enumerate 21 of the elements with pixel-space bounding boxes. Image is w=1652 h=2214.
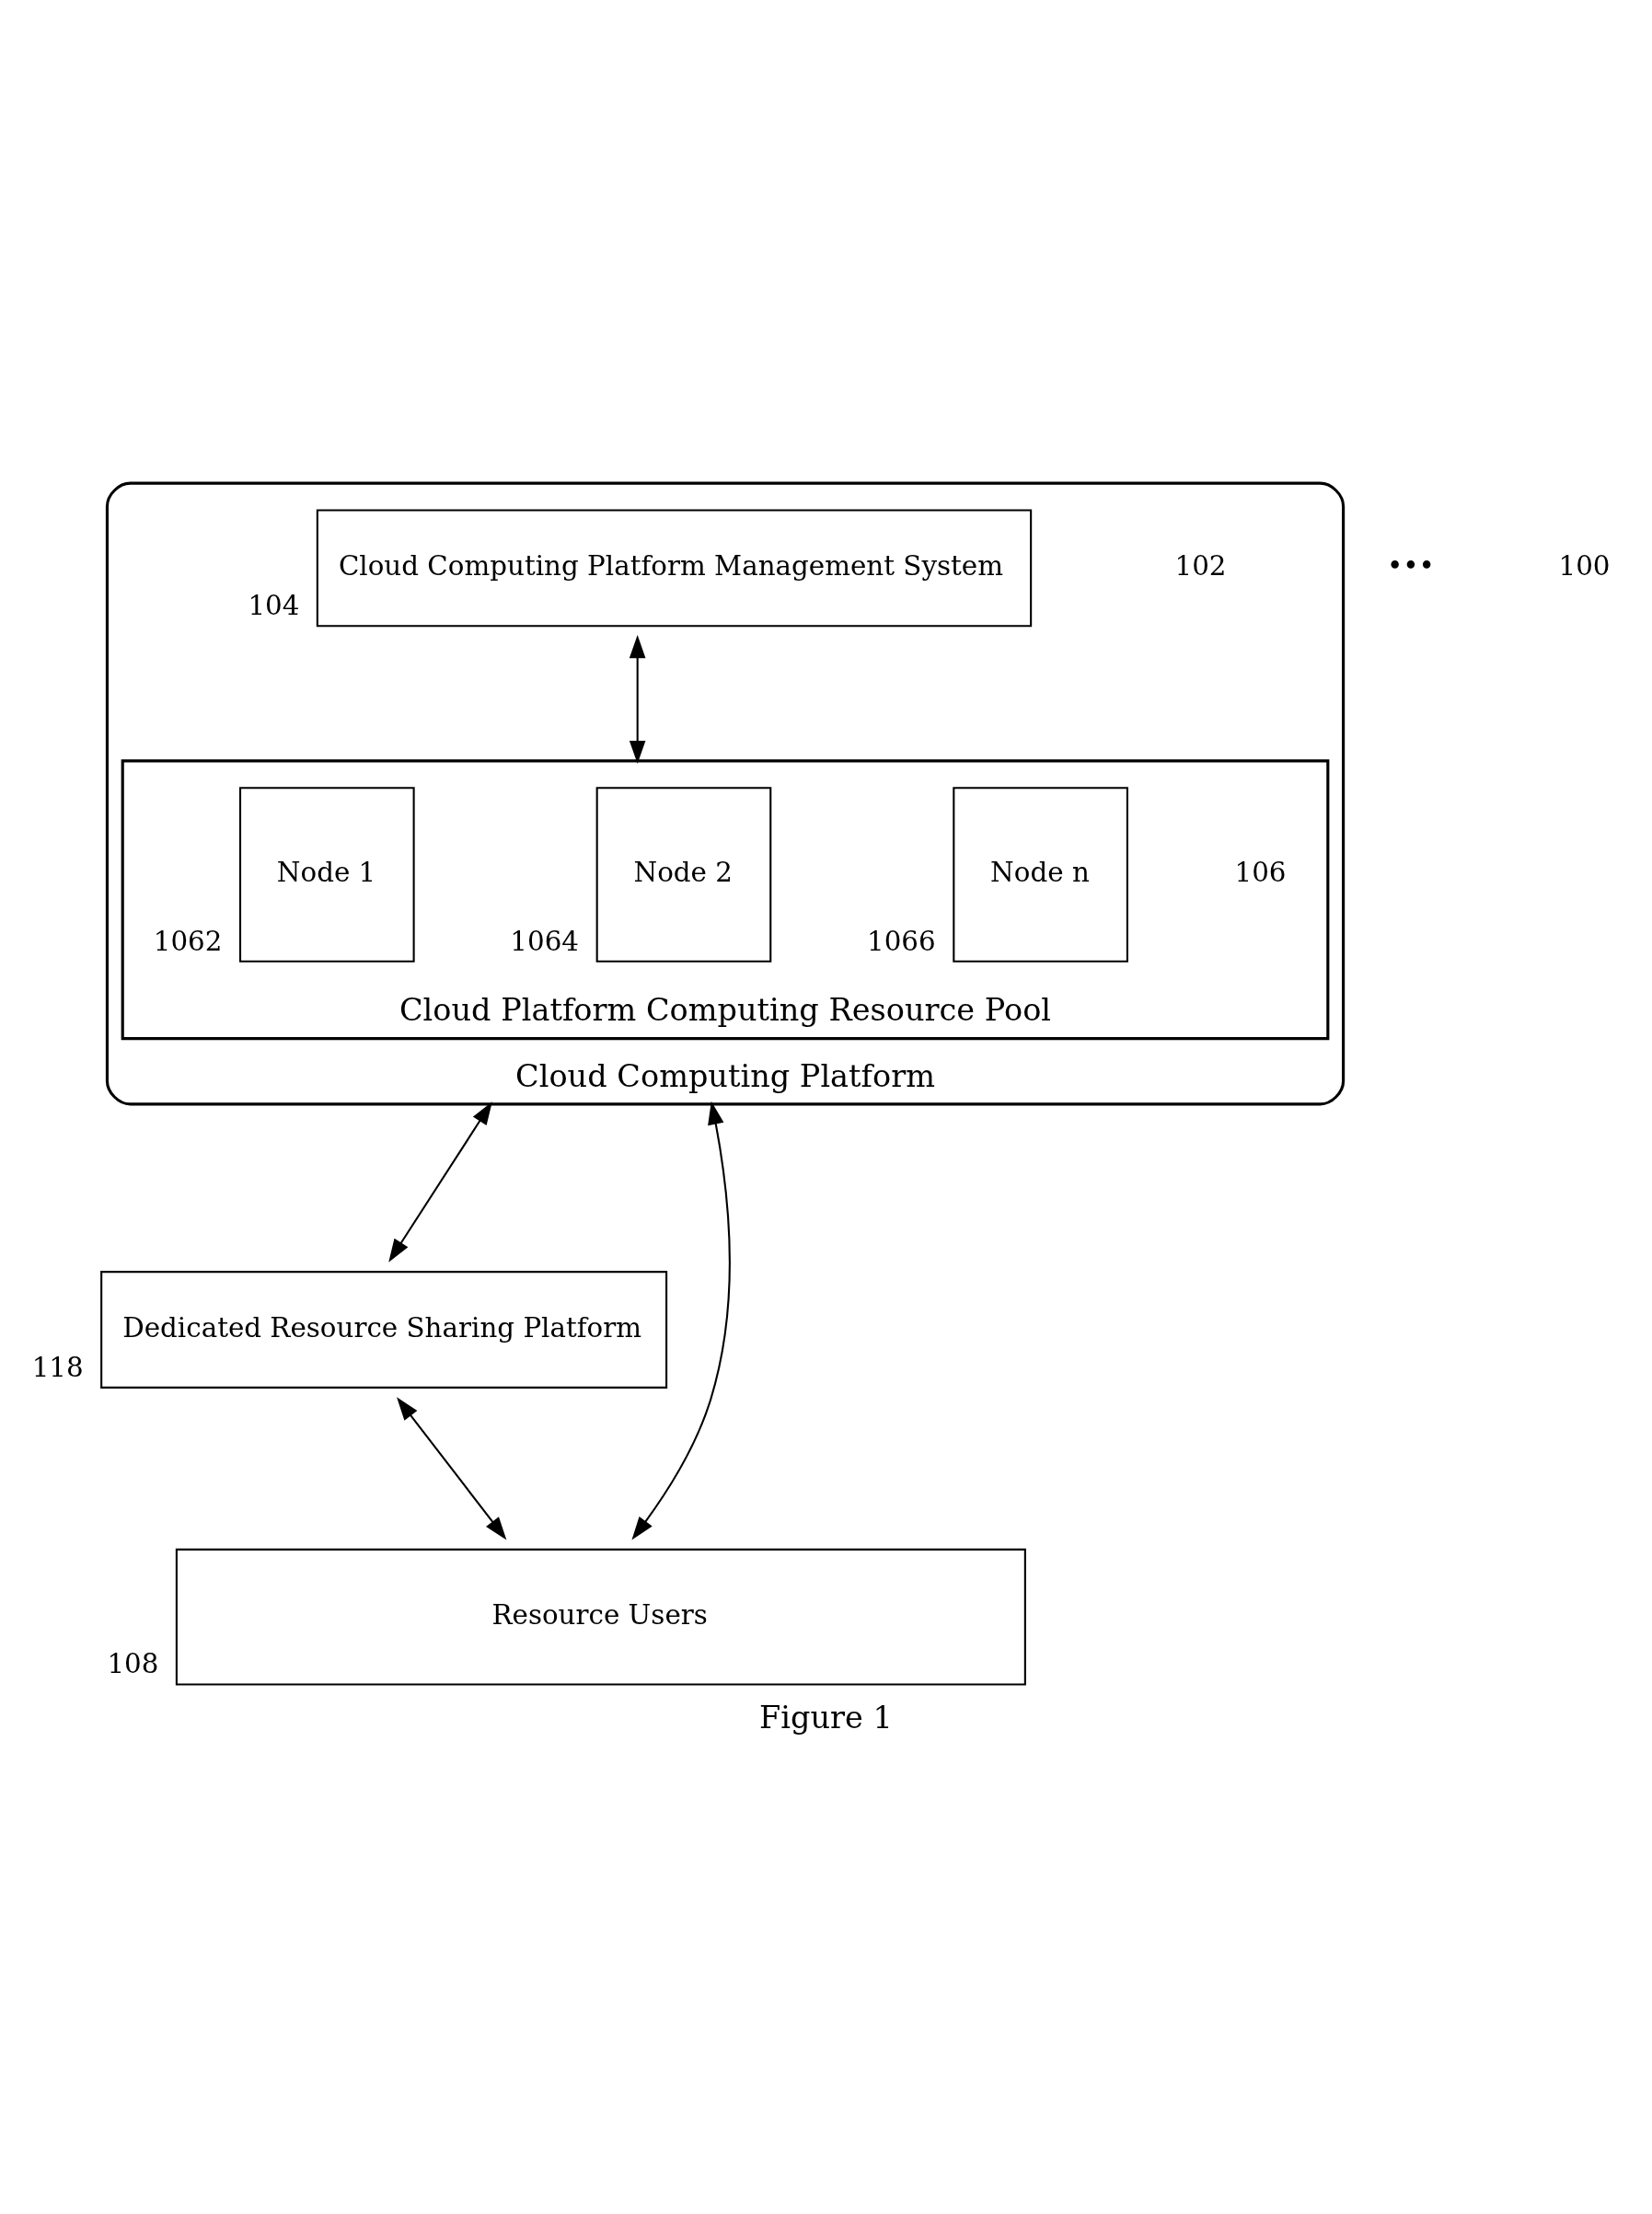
node-box: Node n	[953, 787, 1128, 963]
node-label: 1066	[867, 925, 936, 957]
arrow	[397, 1397, 507, 1540]
label: 100	[1558, 550, 1611, 582]
caption: Figure 1	[759, 1700, 893, 1736]
node-label: 106	[1234, 857, 1287, 889]
node-box: Dedicated Resource Sharing Platform	[100, 1271, 668, 1389]
node-box: Resource Users	[175, 1548, 1026, 1686]
arrow	[631, 1101, 731, 1540]
node-box: Cloud Computing Platform Management System	[316, 509, 1033, 628]
node-box: Node 1	[238, 787, 415, 963]
node-label: 1064	[510, 925, 580, 957]
node-label: 104	[248, 590, 300, 622]
arrow	[629, 635, 646, 765]
node-label: 108	[107, 1648, 159, 1680]
arrow	[388, 1101, 492, 1263]
node-label: 118	[31, 1351, 84, 1383]
node-box: Node 2	[595, 787, 772, 963]
node-label: 102	[1174, 550, 1227, 582]
label: •••	[1386, 550, 1435, 582]
node-label: 1062	[153, 925, 223, 957]
